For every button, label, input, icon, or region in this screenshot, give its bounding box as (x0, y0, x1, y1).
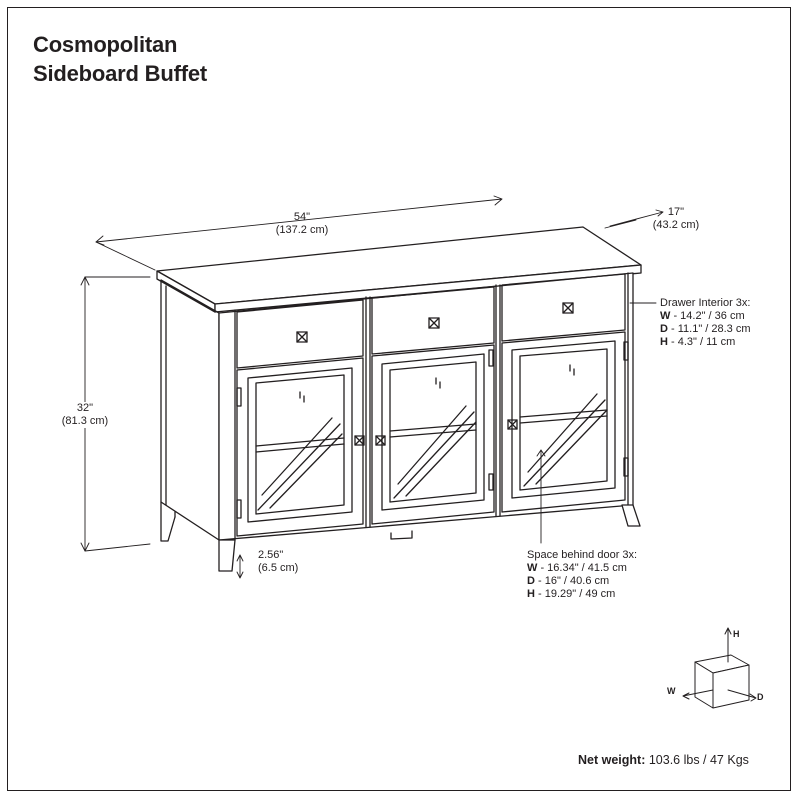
spec-value: - 14.2" / 36 cm (670, 310, 745, 322)
leg-clearance-metric: (6.5 cm) (258, 562, 299, 574)
title-line-2: Sideboard Buffet (33, 61, 208, 86)
spec-value: - 11.1" / 28.3 cm (667, 323, 751, 335)
space-behind-door-heading: Space behind door 3x: (527, 549, 638, 561)
drawer-knob-center (428, 317, 440, 329)
drawer-knob-left (296, 331, 308, 343)
width-imperial: 54" (293, 211, 311, 223)
spec-key: W (660, 310, 671, 322)
title-line-1: Cosmopolitan (33, 32, 178, 57)
glass-doors (236, 331, 629, 537)
drawer-interior-spec: Drawer Interior 3x: W - 14.2" / 36 cm D … (660, 297, 751, 349)
net-weight: Net weight: 103.6 lbs / 47 Kgs (578, 753, 749, 767)
sideboard-side-panel (160, 279, 220, 542)
depth-metric: (43.2 cm) (652, 219, 700, 231)
space-behind-door-depth: D - 16" / 40.6 cm (527, 575, 637, 588)
width-metric: (137.2 cm) (275, 224, 329, 236)
h-axis-arrow (724, 627, 732, 663)
drawer-interior-heading: Drawer Interior 3x: (660, 297, 751, 309)
space-behind-door-spec: Space behind door 3x: W - 16.34" / 41.5 … (527, 549, 637, 601)
spec-value: - 4.3" / 11 cm (667, 336, 736, 348)
spec-key: D (660, 323, 668, 335)
spec-key: W (527, 562, 538, 574)
drawer-interior-width: W - 14.2" / 36 cm (660, 310, 751, 323)
spec-value: - 19.29" / 49 cm (534, 588, 616, 600)
leg-clearance-imperial: 2.56" (258, 549, 284, 561)
spec-value: - 16.34" / 41.5 cm (537, 562, 627, 574)
spec-key: H (527, 588, 535, 600)
spec-key: H (660, 336, 668, 348)
d-axis-arrow (727, 689, 757, 702)
net-weight-label: Net weight: (578, 753, 646, 767)
height-imperial: 32" (76, 402, 94, 414)
depth-dimension-label: 17" (43.2 cm) (648, 206, 704, 232)
product-title: Cosmopolitan Sideboard Buffet (33, 30, 207, 88)
axis-w-label: W (667, 686, 676, 696)
height-metric: (81.3 cm) (61, 415, 109, 427)
width-dimension-label: 54" (137.2 cm) (273, 211, 331, 237)
height-dimension-label: 32" (81.3 cm) (55, 402, 115, 428)
axis-legend-cube (682, 627, 757, 709)
leg-clearance-label: 2.56" (6.5 cm) (258, 549, 298, 575)
drawer-interior-height: H - 4.3" / 11 cm (660, 336, 751, 349)
spec-value: - 16" / 40.6 cm (534, 575, 610, 587)
drawers (236, 273, 626, 369)
depth-imperial: 17" (667, 206, 685, 218)
spec-key: D (527, 575, 535, 587)
axis-h-label: H (733, 629, 740, 639)
axis-d-label: D (757, 692, 764, 702)
w-axis-arrow (682, 689, 714, 700)
space-behind-door-width: W - 16.34" / 41.5 cm (527, 562, 637, 575)
drawer-interior-depth: D - 11.1" / 28.3 cm (660, 323, 751, 336)
diagram-frame (7, 7, 791, 791)
drawer-knob-right (562, 302, 574, 314)
space-behind-door-height: H - 19.29" / 49 cm (527, 588, 637, 601)
net-weight-value: 103.6 lbs / 47 Kgs (645, 753, 749, 767)
sideboard-legs (218, 504, 641, 572)
